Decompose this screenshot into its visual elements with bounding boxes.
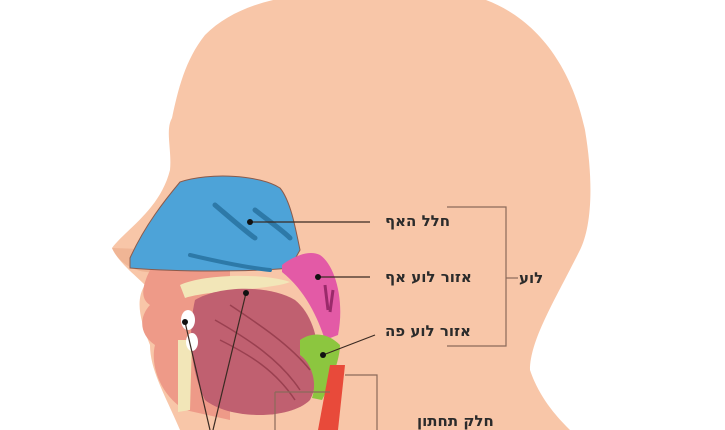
label-pharynx-group: לוע	[519, 269, 544, 287]
label-nasal-cavity: חלל האף	[385, 212, 451, 230]
nasopharynx	[282, 253, 341, 340]
palate-bone	[180, 275, 290, 298]
label-oropharynx: אזור לוע פה	[385, 322, 471, 340]
esophagus	[318, 365, 345, 430]
nasal-cavity	[129, 175, 301, 272]
tongue	[191, 288, 319, 415]
label-nasopharynx: אזור לוע אף	[385, 268, 472, 286]
tooth-upper	[181, 310, 195, 330]
oropharynx	[300, 334, 340, 400]
jaw-bone	[178, 340, 192, 412]
label-lower-part: חלק תחתון	[417, 412, 494, 430]
